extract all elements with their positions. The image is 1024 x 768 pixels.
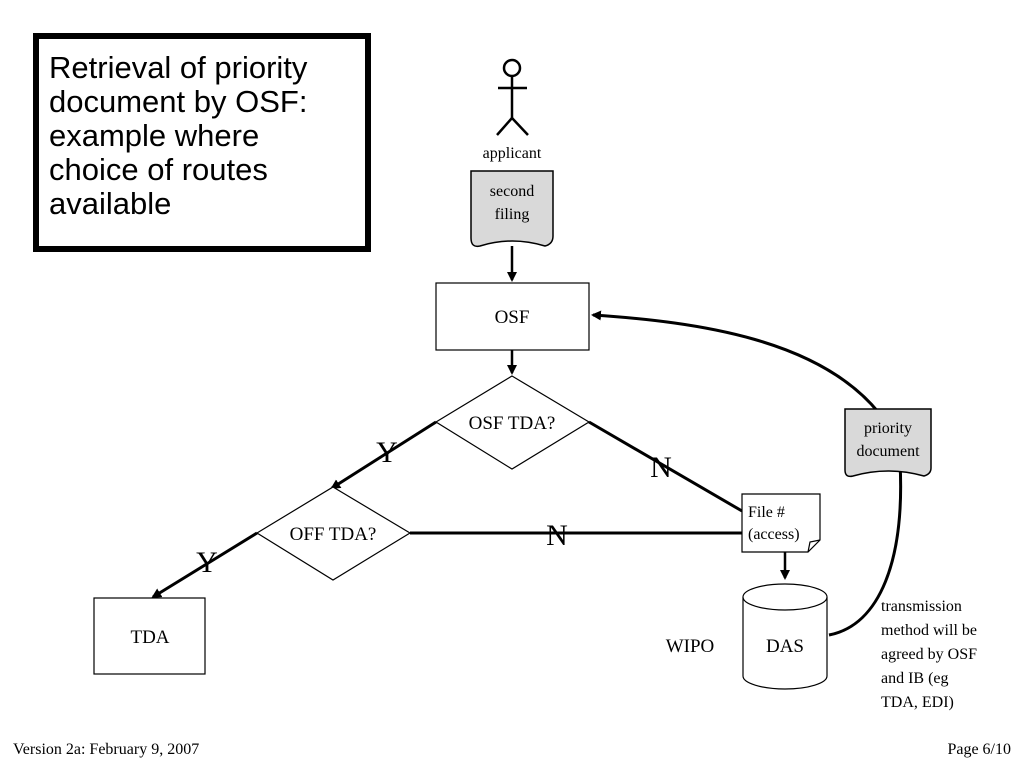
- footer-version: Version 2a: February 9, 2007: [13, 741, 200, 758]
- off-tda-no-label: N: [546, 519, 568, 552]
- second-filing-line-2: filing: [495, 206, 530, 223]
- osf-tda-label: OSF TDA?: [469, 413, 556, 434]
- edge-osf-tda-no: [588, 420, 743, 513]
- priority-document: priority document: [844, 408, 932, 478]
- note-line-3: agreed by OSF: [881, 646, 977, 663]
- note-line-1: transmission: [881, 598, 962, 615]
- edge-off-tda-yes: [151, 531, 258, 599]
- note-line-2: method will be: [881, 622, 977, 639]
- applicant-label: applicant: [483, 145, 542, 162]
- applicant-actor-icon: [496, 58, 529, 136]
- priority-document-line-2: document: [856, 443, 920, 460]
- priority-document-line-1: priority: [864, 420, 912, 437]
- tda-box: [93, 597, 206, 675]
- transmission-note: transmission method will be agreed by OS…: [881, 598, 977, 711]
- off-tda-label: OFF TDA?: [290, 524, 377, 545]
- title-box: Retrieval of priority document by OSF: e…: [33, 33, 371, 252]
- das-database-icon: [742, 583, 828, 690]
- note-line-4: and IB (eg: [881, 670, 949, 687]
- edge-osf-tda-yes: [330, 420, 437, 490]
- file-access-line-2: (access): [748, 526, 800, 543]
- off-tda-decision: [255, 486, 412, 581]
- das-label: DAS: [766, 636, 804, 657]
- edge-priority-document-to-osf: [591, 310, 881, 414]
- tda-label: TDA: [130, 627, 169, 648]
- osf-tda-decision: [434, 375, 591, 470]
- osf-label: OSF: [495, 307, 530, 328]
- off-tda-yes-label: Y: [196, 546, 218, 579]
- edge-das-to-priority-document: [828, 461, 903, 637]
- osf-tda-no-label: N: [650, 451, 672, 484]
- footer-page-number: Page 6/10: [947, 741, 1011, 758]
- second-filing-document: second filing: [470, 170, 554, 248]
- osf-box: [435, 282, 590, 351]
- second-filing-line-1: second: [490, 183, 534, 200]
- wipo-label: WIPO: [666, 636, 715, 657]
- file-access-line-1: File #: [748, 504, 785, 521]
- note-line-5: TDA, EDI): [881, 694, 954, 711]
- osf-tda-yes-label: Y: [376, 436, 398, 469]
- file-access-document: File # (access): [741, 493, 821, 553]
- slide-title: Retrieval of priority document by OSF: e…: [49, 50, 308, 221]
